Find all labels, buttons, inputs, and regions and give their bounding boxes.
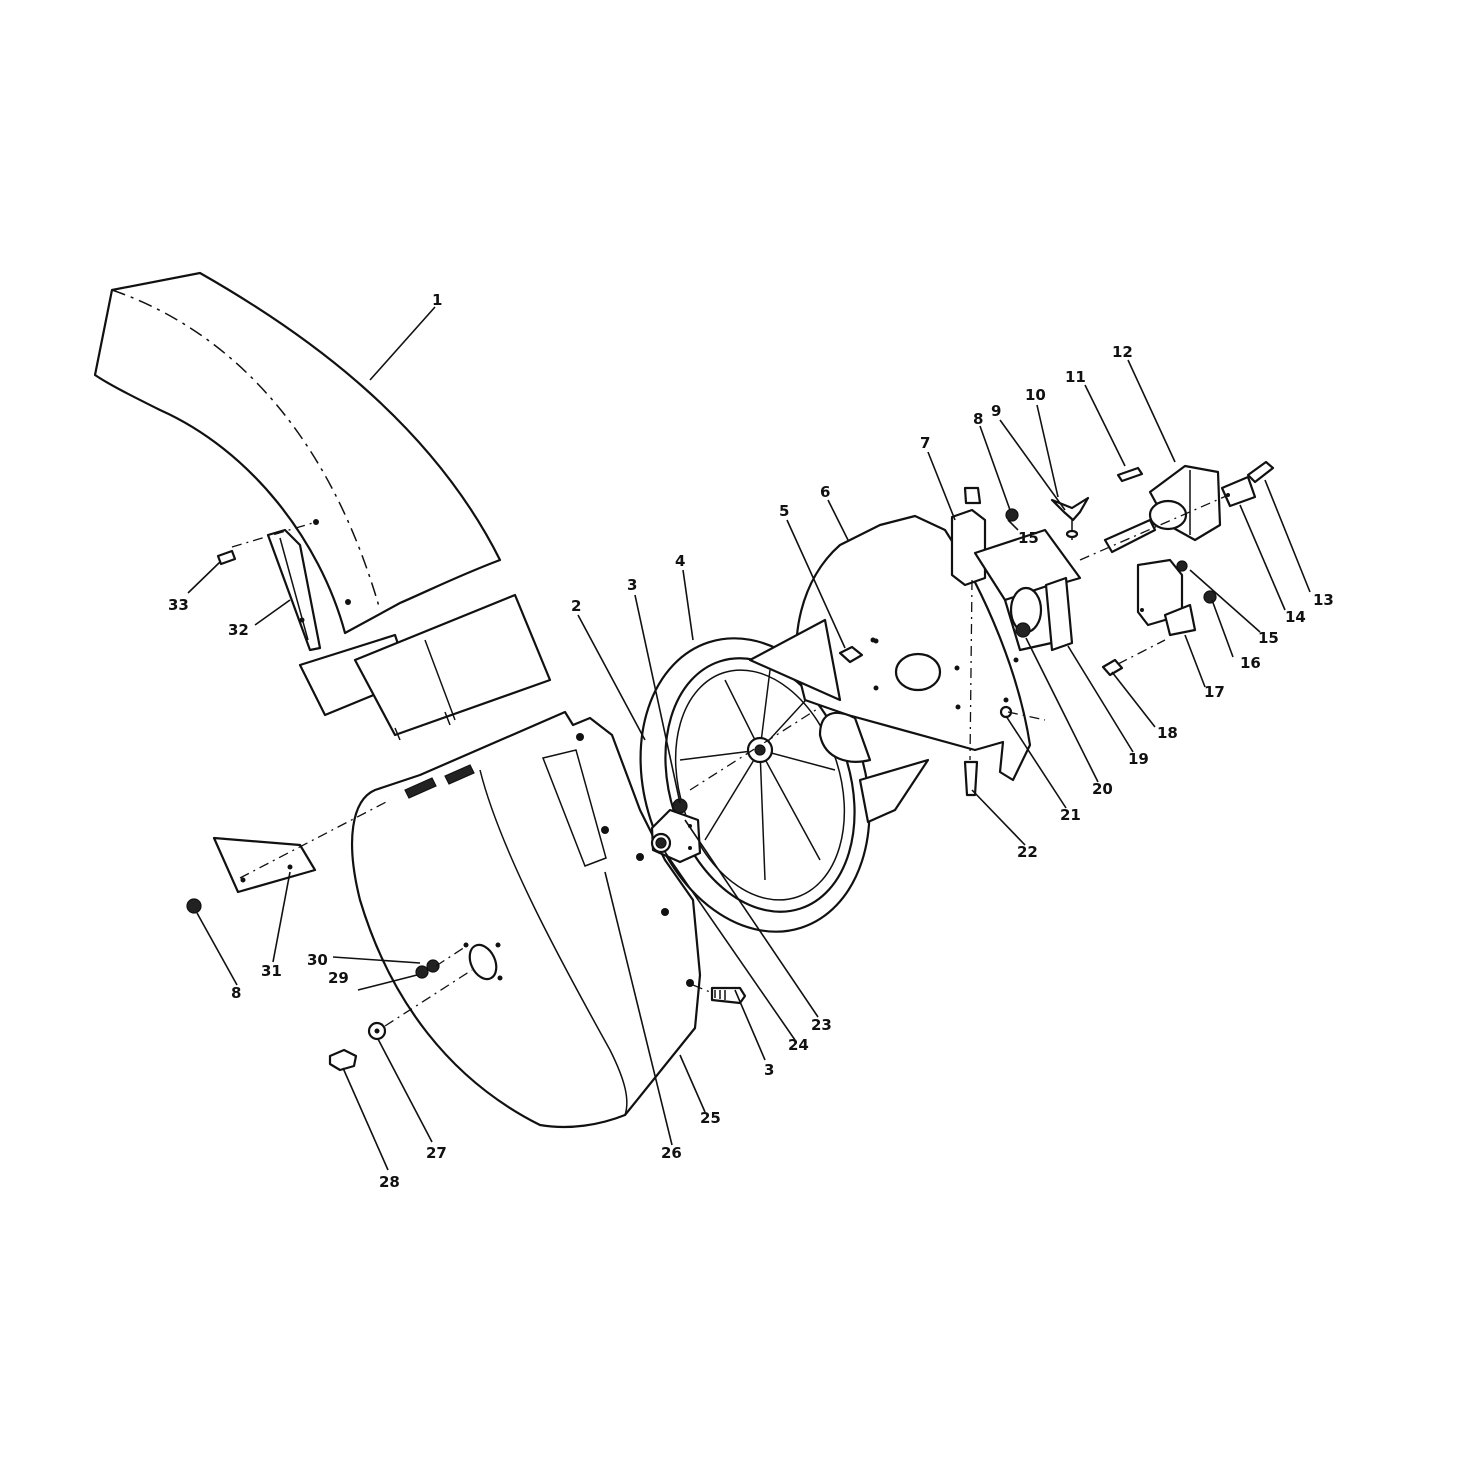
leader-lines [187,306,1311,1171]
nut-21 [999,705,1046,721]
mounting-bracket [950,508,1082,761]
callout-13: 13 [1313,591,1334,609]
callout-2: 2 [571,597,581,615]
callout-18: 18 [1157,724,1178,742]
callout-1: 1 [432,291,442,309]
callout-8: 8 [973,410,983,428]
chute-transition [298,593,552,741]
nuts-15-16 [1203,590,1217,604]
callout-23: 23 [811,1016,832,1034]
callout-26: 26 [661,1144,682,1162]
top-fasteners [963,486,1019,522]
callout-8: 8 [231,984,241,1002]
callout-15: 15 [1258,629,1279,647]
gearbox [1079,464,1241,561]
callout-15: 15 [1018,529,1039,547]
callout-27: 27 [426,1144,447,1162]
callout-3: 3 [627,576,637,594]
small-bracket-14 [1220,475,1257,508]
callout-29: 29 [328,969,349,987]
callout-33: 33 [168,596,189,614]
chute-bracket [231,519,322,652]
callout-30: 30 [307,951,328,969]
nut-left [186,898,202,914]
screw-18 [1101,639,1166,677]
callout-10: 10 [1025,386,1046,404]
callout-21: 21 [1060,806,1081,824]
impeller [639,637,911,933]
bolt-22 [963,760,979,797]
callout-32: 32 [228,621,249,639]
housing-nuts [415,944,469,979]
callout-28: 28 [379,1173,400,1191]
clip-11 [1116,466,1144,483]
callout-16: 16 [1240,654,1261,672]
callout-3: 3 [764,1061,774,1079]
callout-9: 9 [991,402,1001,420]
callout-31: 31 [261,962,282,980]
wing-nut [1050,496,1090,540]
bolt-13 [1246,460,1275,484]
callout-labels: 1 2 3 3 4 5 6 7 8 8 9 10 11 12 13 14 15 … [168,291,1334,1191]
callout-5: 5 [779,502,789,520]
callout-25: 25 [700,1109,721,1127]
callout-12: 12 [1112,343,1133,361]
callout-6: 6 [820,483,830,501]
motor-bracket [1136,558,1197,637]
screw-5 [838,638,879,664]
blower-housing [351,710,702,1129]
callout-4: 4 [675,552,685,570]
screw-lower [692,984,747,1005]
callout-22: 22 [1017,843,1038,861]
chute-screw [216,549,237,566]
callout-7: 7 [920,434,930,452]
callout-20: 20 [1092,780,1113,798]
callout-11: 11 [1065,368,1086,386]
deflector-plate [212,799,391,894]
callout-14: 14 [1285,608,1306,626]
washer [367,969,473,1041]
callout-24: 24 [788,1036,809,1054]
bolt-28 [328,1048,358,1072]
discharge-chute [93,271,502,635]
callout-19: 19 [1128,750,1149,768]
callout-17: 17 [1204,683,1225,701]
